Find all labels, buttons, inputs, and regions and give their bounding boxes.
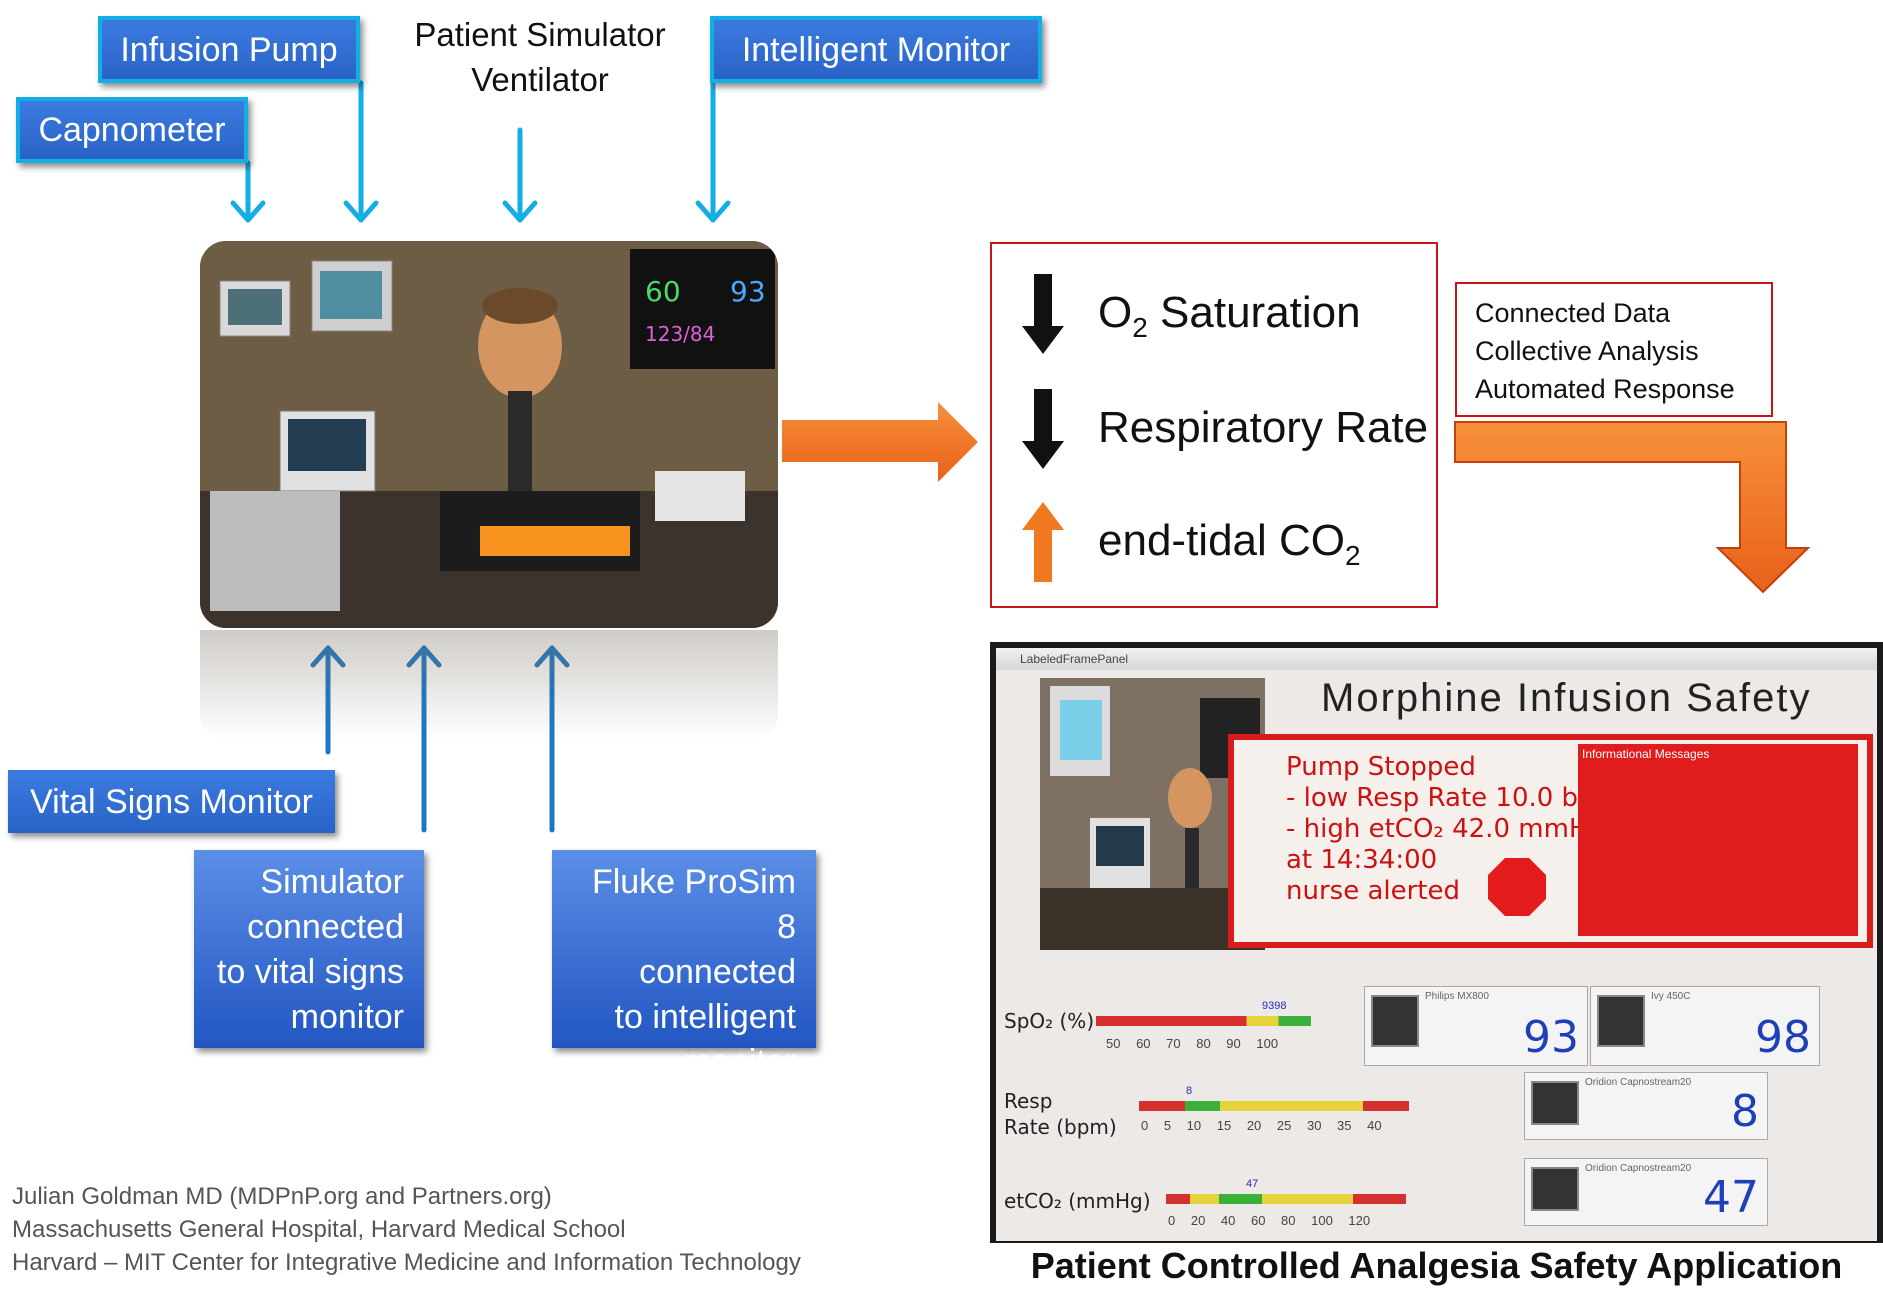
- stop-sign-icon: [1488, 858, 1546, 916]
- device-name: Oridion Capnostream20: [1585, 1077, 1692, 1088]
- credit-line1: Julian Goldman MD (MDPnP.org and Partner…: [12, 1183, 552, 1210]
- simulator-setup-photo: 60 93 123/84: [200, 241, 778, 628]
- credit-line2: Massachusetts General Hospital, Harvard …: [12, 1216, 626, 1243]
- data-box-line3: Automated Response: [1475, 374, 1735, 404]
- down-arrow-icon: [1022, 274, 1064, 354]
- info-messages-panel: Informational Messages: [1578, 744, 1858, 936]
- svg-text:60: 60: [645, 275, 681, 308]
- down-arrow-icon: [1022, 389, 1064, 469]
- photo-illustration: 60 93 123/84: [200, 241, 778, 628]
- alert-text: Pump Stopped - low Resp Rate 10.0 bpm - …: [1286, 752, 1620, 907]
- alert-line2: - low Resp Rate 10.0 bpm: [1286, 783, 1620, 813]
- monitor-icon: [1597, 995, 1645, 1047]
- data-box: Connected Data Collective Analysis Autom…: [1455, 282, 1773, 417]
- fluke-connected-line4: monitor: [682, 1043, 796, 1081]
- intelligent-monitor-arrow: [695, 80, 731, 223]
- monitor-icon: [1371, 995, 1419, 1047]
- status-o2-suffix: Saturation: [1147, 288, 1361, 337]
- video-inset: [1040, 678, 1265, 950]
- device-name: Ivy 450C: [1651, 991, 1691, 1002]
- credit-line3: Harvard – MIT Center for Integrative Med…: [12, 1249, 801, 1276]
- status-o2-label: O2 Saturation: [1098, 288, 1361, 344]
- monitor-icon: [1531, 1081, 1579, 1125]
- fluke-connected-line3: to intelligent: [614, 998, 796, 1036]
- simulator-line2: Ventilator: [471, 61, 609, 98]
- resp-label: Resp Rate (bpm): [1004, 1089, 1117, 1139]
- spo2-ticks: 50 60 70 80 90 100: [1106, 1036, 1279, 1051]
- credits: Julian Goldman MD (MDPnP.org and Partner…: [12, 1180, 801, 1279]
- simulator-arrow: [502, 127, 538, 223]
- app-title: Morphine Infusion Safety: [1321, 676, 1812, 720]
- device-value: 98: [1755, 1012, 1811, 1063]
- spo2-bar: [1096, 1016, 1311, 1026]
- app-caption: Patient Controlled Analgesia Safety Appl…: [990, 1243, 1883, 1289]
- capnometer-label: Capnometer: [16, 97, 248, 163]
- monitor-icon: [1531, 1167, 1579, 1211]
- device-value: 93: [1523, 1012, 1579, 1063]
- resp-ticks: 0 5 10 15 20 25 30 35 40: [1141, 1118, 1382, 1133]
- simulator-connected-line2: connected: [247, 908, 404, 946]
- status-co2-row: end-tidal CO2: [1020, 502, 1420, 592]
- fluke-connected-arrow: [534, 645, 570, 833]
- app-window: LabeledFramePanel Morphine Infusion Safe…: [996, 648, 1877, 1241]
- photo-to-status-arrow: [782, 402, 978, 482]
- photo-reflection: [200, 630, 778, 740]
- simulator-connected-line1: Simulator: [260, 863, 404, 901]
- status-co2-prefix: end-tidal CO: [1098, 516, 1346, 565]
- etco2-bar: [1166, 1194, 1406, 1204]
- up-arrow-icon: [1022, 502, 1064, 582]
- device-card-philips: Philips MX800 93: [1364, 986, 1588, 1066]
- fluke-connected-line2: connected: [639, 953, 796, 991]
- infusion-pump-arrow: [343, 80, 379, 223]
- etco2-ticks: 0 20 40 60 80 100 120: [1168, 1213, 1371, 1228]
- simulator-connected-line3: to vital signs: [216, 953, 404, 991]
- spo2-marker: 9398: [1262, 1000, 1287, 1012]
- capnometer-arrow: [230, 160, 266, 223]
- info-messages-title: Informational Messages: [1582, 747, 1710, 761]
- status-o2-sub: 2: [1132, 311, 1148, 343]
- fluke-connected-label: Fluke ProSim 8 connected to intelligent …: [552, 850, 816, 1081]
- status-co2-sub: 2: [1345, 539, 1361, 571]
- status-resp-label: Respiratory Rate: [1098, 403, 1429, 452]
- fluke-connected-line1: Fluke ProSim 8: [591, 863, 796, 946]
- status-co2-label: end-tidal CO2: [1098, 516, 1361, 572]
- simulator-connected-label: Simulator connected to vital signs monit…: [194, 850, 424, 1048]
- status-o2-prefix: O: [1098, 288, 1133, 337]
- status-resp-row: Respiratory Rate: [1020, 389, 1428, 479]
- intelligent-monitor-label: Intelligent Monitor: [710, 16, 1042, 83]
- simulator-line1: Patient Simulator: [414, 16, 666, 53]
- device-name: Oridion Capnostream20: [1585, 1163, 1692, 1174]
- app-titlebar: LabeledFramePanel: [996, 648, 1877, 670]
- device-card-ivy: Ivy 450C 98: [1590, 986, 1820, 1066]
- device-name: Philips MX800: [1425, 991, 1489, 1002]
- etco2-marker: 47: [1246, 1178, 1259, 1190]
- device-value: 47: [1703, 1172, 1759, 1223]
- vital-signs-arrow: [310, 645, 346, 755]
- device-value: 8: [1731, 1086, 1759, 1137]
- simulator-connected-line4: monitor: [290, 998, 404, 1036]
- resp-bar: [1139, 1101, 1409, 1111]
- data-box-line2: Collective Analysis: [1475, 336, 1699, 366]
- patient-simulator-ventilator-label: Patient Simulator Ventilator: [410, 12, 670, 102]
- status-o2-row: O2 Saturation: [1020, 274, 1420, 364]
- alert-line1: Pump Stopped: [1286, 752, 1476, 782]
- vital-signs-monitor-label: Vital Signs Monitor: [8, 770, 335, 833]
- spo2-label: SpO₂ (%): [1004, 1009, 1095, 1033]
- svg-text:123/84: 123/84: [645, 322, 715, 346]
- infusion-pump-label: Infusion Pump: [98, 16, 360, 83]
- data-to-app-arrow: [1454, 421, 1811, 594]
- pca-safety-app-screenshot: LabeledFramePanel Morphine Infusion Safe…: [990, 642, 1883, 1289]
- resp-marker: 8: [1186, 1085, 1193, 1097]
- alert-line5: nurse alerted: [1286, 876, 1460, 906]
- etco2-label: etCO₂ (mmHg): [1004, 1189, 1151, 1213]
- device-card-capnostream-rr: Oridion Capnostream20 8: [1524, 1072, 1768, 1140]
- alert-line3: - high etCO₂ 42.0 mmHg: [1286, 814, 1605, 844]
- simulator-connected-arrow: [406, 645, 442, 833]
- device-card-capnostream-co2: Oridion Capnostream20 47: [1524, 1158, 1768, 1226]
- data-box-line1: Connected Data: [1475, 298, 1671, 328]
- svg-text:93: 93: [730, 275, 766, 308]
- status-box: O2 Saturation Respiratory Rate end-tidal…: [990, 242, 1438, 608]
- alert-line4: at 14:34:00: [1286, 845, 1438, 875]
